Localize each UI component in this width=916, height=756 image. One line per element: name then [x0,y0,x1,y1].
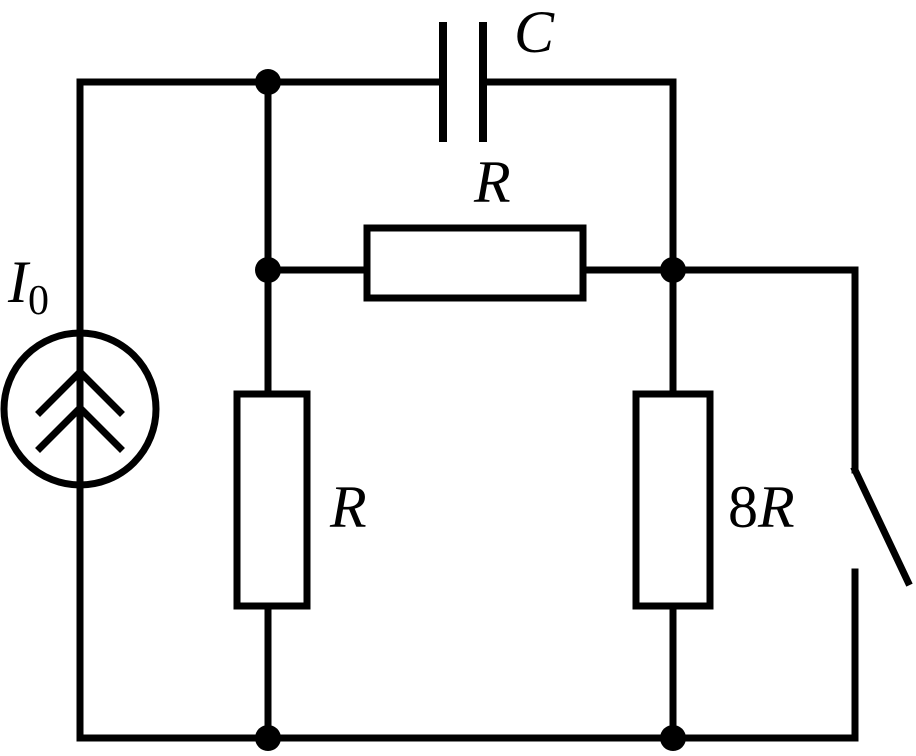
capacitor [439,22,487,142]
current-source-label-sub: 0 [28,278,49,324]
resistor-right-label: 8R [728,474,795,540]
junctions [255,69,686,751]
current-source-chevron-upper [35,367,125,417]
resistor-right [632,390,714,610]
resistor-top [363,224,587,302]
resistor-right-coef: 8 [728,474,758,540]
node-mid-left [255,257,281,283]
resistor-left [233,390,311,610]
current-source-label-main: I [7,249,31,315]
resistor-right-sym: R [757,474,795,540]
current-source-label: I0 [7,249,49,324]
resistor-left-label: R [329,474,367,540]
node-bottom-right [660,725,686,751]
node-top-left [255,69,281,95]
current-source [0,329,160,489]
switch-blade [850,465,913,587]
node-mid-right [660,257,686,283]
wires [76,78,859,742]
node-bottom-left [255,725,281,751]
resistor-top-label: R [473,149,511,215]
capacitor-label: C [514,0,555,65]
current-source-chevron-lower [35,403,125,453]
